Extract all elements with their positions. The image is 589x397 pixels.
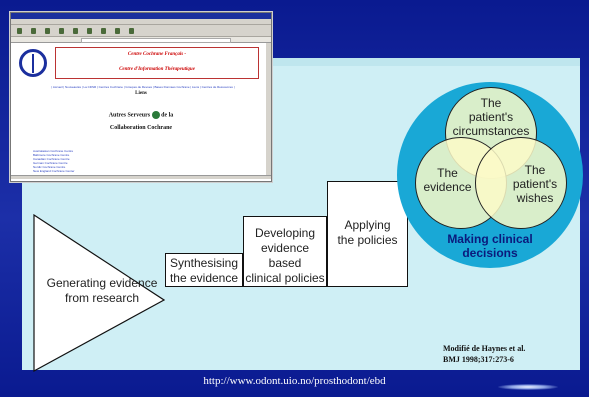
browser-menu-bar — [11, 19, 271, 25]
triangle-label: Generating evidence from research — [46, 276, 158, 305]
citation: Modifié de Haynes et al. BMJ 1998;317:27… — [443, 343, 525, 365]
venn-label-evidence: The evidence — [423, 166, 472, 194]
print-icon — [115, 27, 120, 34]
cochrane-logo-icon — [19, 49, 47, 77]
step-developing-label: Developing evidence based clinical polic… — [245, 226, 325, 285]
list-item: New England Cochrane Center — [33, 169, 75, 173]
refresh-icon — [59, 27, 64, 34]
search-icon — [87, 27, 92, 34]
browser-scrollbar — [266, 43, 271, 179]
favorites-icon — [101, 27, 106, 34]
venn-label-circumstances: The patient's circumstances — [452, 96, 530, 138]
page-heading-part-b: de la — [161, 112, 174, 119]
step-synthesising — [165, 253, 243, 287]
page-section-title: Liens — [135, 91, 147, 96]
list-item: Australasian Cochrane Centre — [33, 149, 74, 153]
step-applying — [327, 181, 408, 287]
page-header-line2: Centre d'Information Thérapeutique — [119, 67, 195, 72]
browser-page: Centre Cochrane Français - Centre d'Info… — [11, 43, 271, 179]
list-item: Canadian Cochrane Centre — [33, 157, 70, 161]
browser-status-bar — [11, 175, 271, 179]
footer-url[interactable]: http://www.odont.uio.no/prosthodont/ebd — [203, 375, 386, 387]
back-icon — [17, 27, 22, 34]
page-heading-part-a: Autres Serveurs — [108, 112, 151, 119]
page-heading-line2: Collaboration Cochrane — [109, 125, 173, 131]
globe-icon — [151, 111, 160, 119]
venn-circle-wishes — [475, 137, 567, 229]
mail-icon — [129, 27, 134, 34]
venn-label-wishes: The patient's wishes — [512, 163, 558, 205]
citation-line1: Modifié de Haynes et al. — [443, 344, 526, 353]
list-item: Baltimore Cochrane Centre — [33, 153, 70, 157]
browser-address-bar — [11, 37, 271, 43]
page-link-list: Australasian Cochrane Centre Baltimore C… — [33, 149, 75, 173]
step-developing — [243, 216, 327, 287]
page-header-box: Centre Cochrane Français - Centre d'Info… — [55, 47, 259, 79]
citation-line2: BMJ 1998;317:273-6 — [443, 355, 514, 364]
list-item: German Cochrane Centre — [33, 161, 68, 165]
evidence-triangle — [33, 214, 165, 372]
step-applying-label: Applying the policies — [337, 218, 398, 247]
list-item: Nordic Cochrane Centre — [33, 165, 66, 169]
stop-icon — [45, 27, 50, 34]
address-field — [81, 38, 231, 43]
forward-icon — [31, 27, 36, 34]
panel-top-band — [22, 58, 580, 66]
swoosh-decoration — [498, 384, 558, 390]
browser-toolbar — [11, 25, 271, 37]
home-icon — [73, 27, 78, 34]
browser-screenshot: Centre Cochrane Français - Centre d'Info… — [10, 12, 272, 182]
page-heading-line1: Autres Serveurs de la — [11, 111, 271, 119]
venn-caption: Making clinical decisions — [447, 232, 533, 260]
page-header-line1: Centre Cochrane Français - — [127, 52, 187, 57]
browser-title-bar — [11, 13, 271, 19]
page-nav-links: | Accueil | Nouveautés | La CDSR | Centr… — [51, 85, 235, 89]
step-synthesising-label: Synthesising the evidence — [169, 256, 239, 285]
